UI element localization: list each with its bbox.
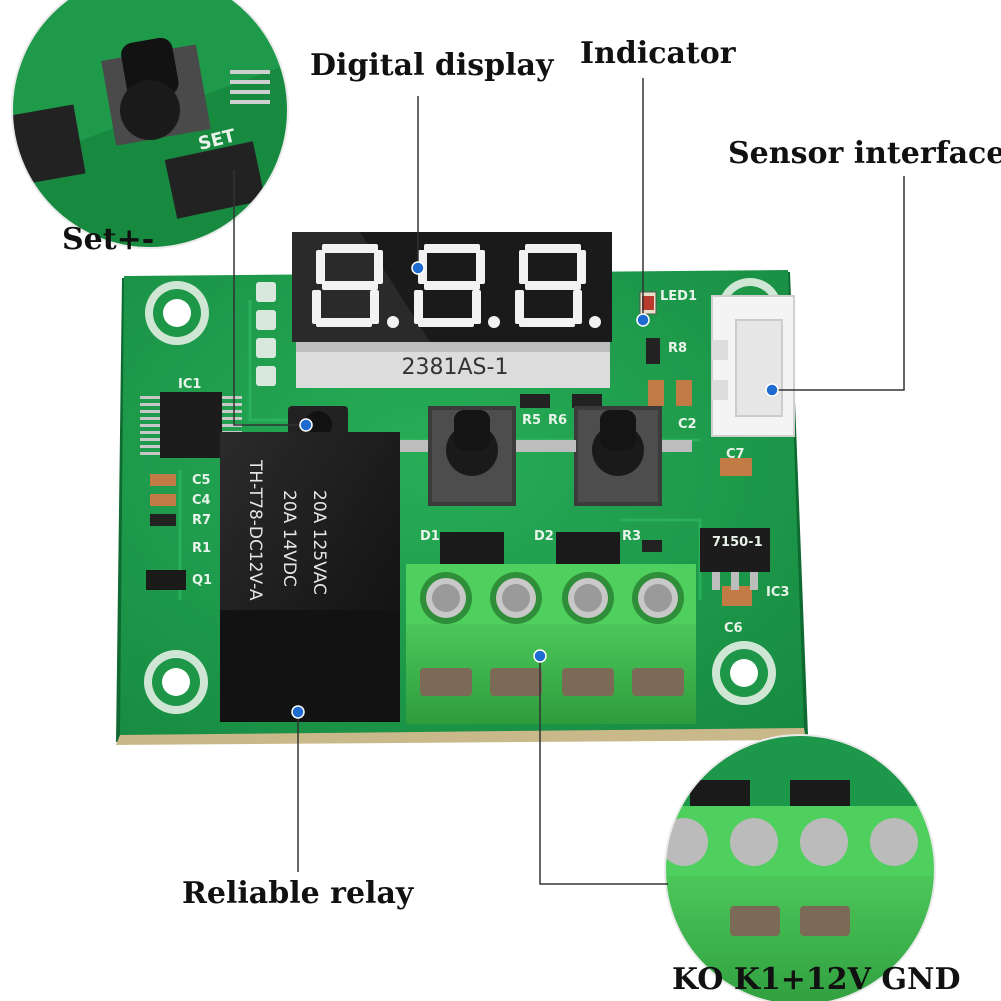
relay-model-text: TH-T78-DC12V-A — [245, 459, 265, 601]
callout-indicator: Indicator — [580, 36, 736, 71]
callout-terminals: KO K1+12V GND — [672, 962, 961, 997]
callout-sensor-interface: Sensor interface — [728, 136, 1001, 171]
display-digits — [312, 244, 601, 328]
diode-d2 — [556, 532, 620, 564]
led-indicator — [639, 291, 657, 315]
callout-relay: Reliable relay — [182, 876, 414, 911]
callout-digital-display: Digital display — [310, 48, 554, 83]
push-button — [398, 406, 546, 506]
silkscreen-labels: IC1 C5 C4 R7 R1 Q1 D1 D2 R3 R5 R6 C2 C7 … — [178, 289, 789, 636]
svg-text:R1: R1 — [192, 541, 211, 556]
callout-set: Set+- — [62, 222, 155, 257]
svg-text:R3: R3 — [622, 529, 641, 544]
svg-text:IC3: IC3 — [766, 585, 789, 600]
svg-text:R7: R7 — [192, 513, 211, 528]
screw-terminal — [490, 572, 542, 696]
svg-text:C6: C6 — [724, 621, 743, 636]
svg-text:D2: D2 — [534, 529, 554, 544]
display-model-label: 2381AS-1 — [402, 355, 509, 380]
svg-text:LED1: LED1 — [660, 289, 697, 304]
relay-rating-text: 20A 125VAC — [309, 490, 329, 595]
terminal-block — [406, 564, 696, 724]
svg-text:C4: C4 — [192, 493, 211, 508]
mounting-hole — [712, 641, 776, 705]
diode-d1 — [440, 532, 504, 564]
header-pins — [256, 282, 276, 386]
zoom-inset-buttons: SET — [11, 0, 289, 249]
mounting-hole — [145, 281, 209, 345]
smd-components — [146, 338, 752, 606]
regulator-ic3 — [700, 528, 770, 590]
screw-terminal — [420, 572, 472, 696]
svg-text:C5: C5 — [192, 473, 211, 488]
svg-text:7150-1: 7150-1 — [712, 535, 763, 550]
svg-text:IC1: IC1 — [178, 377, 201, 392]
screw-terminal — [632, 572, 684, 696]
svg-text:R6: R6 — [548, 413, 567, 428]
sensor-connector — [711, 295, 795, 437]
svg-text:Q1: Q1 — [192, 573, 212, 588]
svg-text:R5: R5 — [522, 413, 541, 428]
leader-lines — [233, 78, 905, 885]
svg-text:C7: C7 — [726, 447, 745, 462]
zoom-inset-terminals — [664, 734, 936, 1001]
svg-text:R8: R8 — [668, 341, 687, 356]
relay-rating-text: 20A 14VDC — [279, 490, 299, 587]
leader-dots — [291, 261, 779, 719]
svg-text:C2: C2 — [678, 417, 697, 432]
relay: TH-T78-DC12V-A 20A 14VDC 20A 125VAC — [220, 432, 400, 722]
push-button — [546, 406, 692, 506]
mounting-hole — [144, 650, 208, 714]
screw-terminal — [562, 572, 614, 696]
svg-text:D1: D1 — [420, 529, 440, 544]
digital-display: 2381AS-1 — [292, 232, 612, 388]
